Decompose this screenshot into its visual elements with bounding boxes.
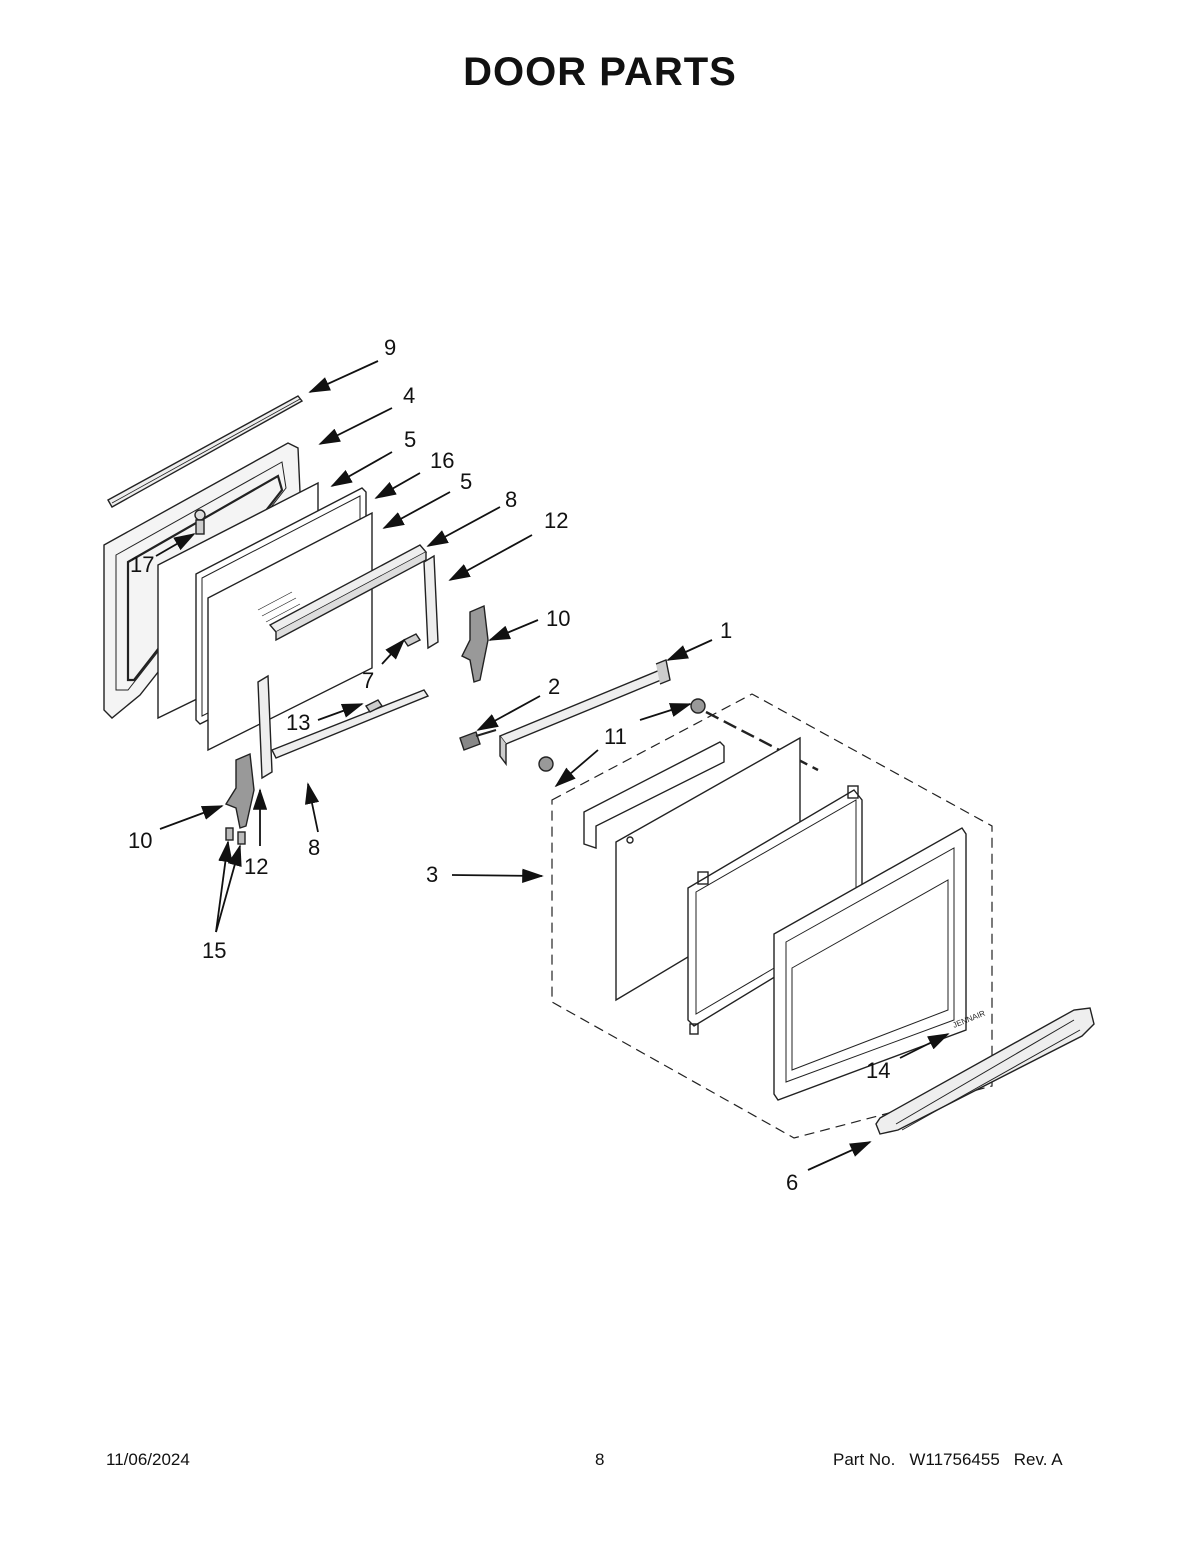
callout-12a: 12 xyxy=(544,508,568,533)
callout-7: 7 xyxy=(362,668,374,693)
callout-2: 2 xyxy=(548,674,560,699)
part-2-bolt xyxy=(459,731,481,751)
footer-date: 11/06/2024 xyxy=(106,1450,190,1469)
callout-1: 1 xyxy=(720,618,732,643)
callout-10a: 10 xyxy=(546,606,570,631)
part-15-screw-b xyxy=(237,831,246,845)
part-12-side-bracket-right xyxy=(423,554,439,650)
callout-16: 16 xyxy=(430,448,454,473)
callout-11a: 11 xyxy=(604,724,627,749)
callout-3: 3 xyxy=(426,862,438,887)
footer-revision: Rev. A xyxy=(1013,1450,1063,1469)
part-1-handle-bracket-rod xyxy=(498,669,668,745)
part-17-screw xyxy=(195,519,205,535)
callout-10b: 10 xyxy=(128,828,152,853)
callout-12b: 12 xyxy=(244,854,268,879)
callout-5b: 5 xyxy=(460,469,472,494)
part-13-screw xyxy=(364,699,384,713)
callout-5a: 5 xyxy=(404,427,416,452)
callout-13: 13 xyxy=(286,710,310,735)
callout-8a: 8 xyxy=(505,487,517,512)
footer-part-label: Part No. xyxy=(833,1450,896,1469)
footer-page-number: 8 xyxy=(595,1450,605,1469)
part-12-side-bracket-left xyxy=(257,674,273,780)
callout-6: 6 xyxy=(786,1170,798,1195)
callout-14: 14 xyxy=(866,1058,890,1083)
footer-part-number: W11756455 xyxy=(909,1450,1000,1469)
door-bracket xyxy=(583,741,725,849)
inner-door-assembly xyxy=(103,395,489,845)
callout-17: 17 xyxy=(130,552,154,577)
part-10-hinge-right xyxy=(461,604,489,683)
part-14-outer-door-panel xyxy=(773,827,967,1101)
callout-15: 15 xyxy=(202,938,226,963)
part-6-door-handle xyxy=(875,1007,1095,1135)
part-11-spacer-bottom xyxy=(538,756,554,772)
callout-arrows xyxy=(155,360,950,1171)
callout-labels: 1 2 3 4 5 5 6 7 8 8 9 10 10 11 11 12 12 … xyxy=(128,335,890,1195)
part-11-spacer-top xyxy=(690,698,706,714)
part-10-hinge-left xyxy=(224,752,255,829)
callout-8b: 8 xyxy=(308,835,320,860)
callout-9: 9 xyxy=(384,335,396,360)
page-title: DOOR PARTS xyxy=(463,50,737,94)
assembly-3-boundary xyxy=(551,693,993,1139)
part-15-screw-a xyxy=(225,827,234,841)
callout-4: 4 xyxy=(403,383,415,408)
outer-door-assembly: JENNAIR xyxy=(551,693,1095,1139)
footer-part-info: Part No. W11756455 Rev. A xyxy=(833,1450,1077,1470)
part-7-screw xyxy=(402,633,422,647)
